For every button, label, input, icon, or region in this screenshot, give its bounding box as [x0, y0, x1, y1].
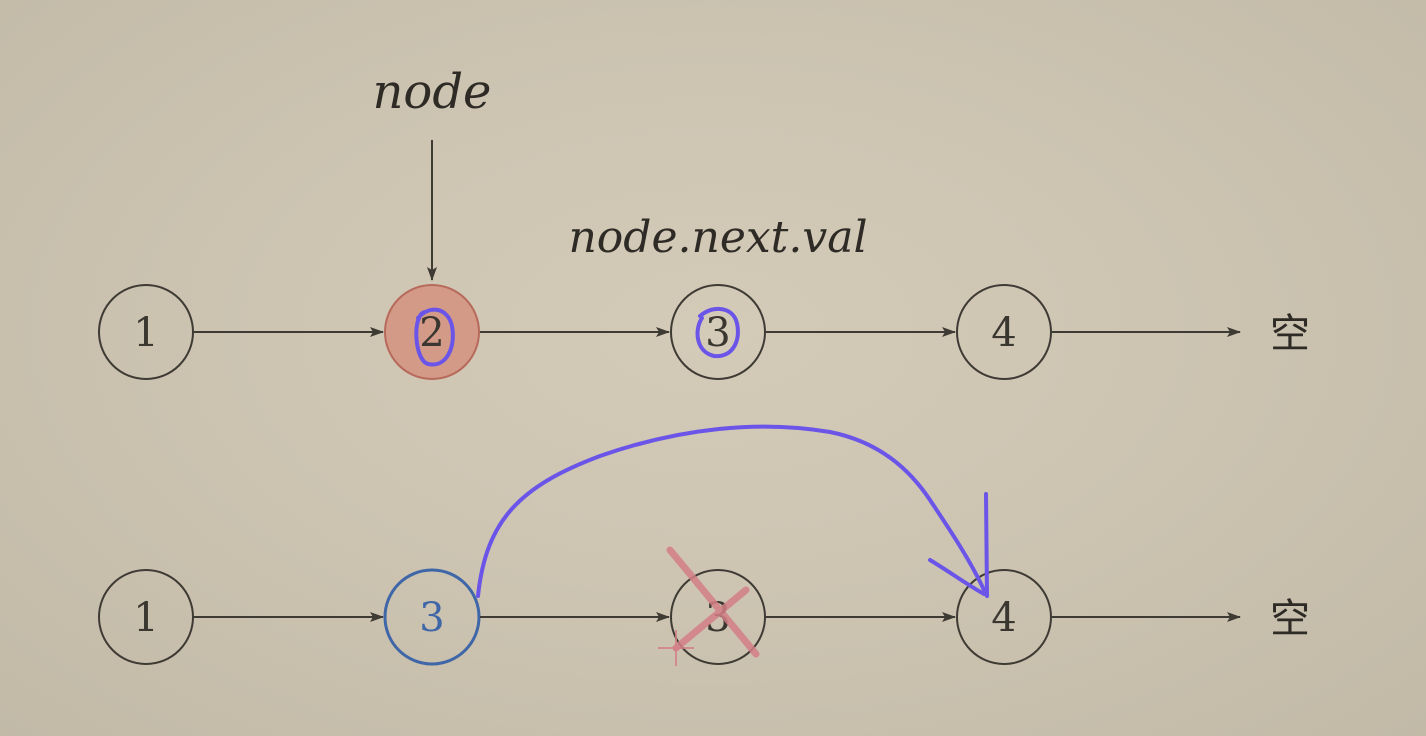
node-pointer-label: node: [373, 64, 492, 120]
bottom-node-1: [98, 569, 194, 665]
top-null-label: 空: [1270, 311, 1310, 357]
top-node-1-value: 1: [133, 310, 158, 356]
bottom-row: 1 3 3 4 空: [98, 546, 1310, 666]
cross-mark: [666, 546, 760, 658]
node-next-val-label: node.next.val: [568, 212, 867, 263]
bottom-node-2-value: 3: [419, 595, 444, 641]
top-node-1: [98, 284, 194, 380]
bottom-node-4-value: 4: [991, 595, 1016, 641]
bottom-node-1-value: 1: [133, 595, 158, 641]
top-node-2-value: 2: [419, 310, 444, 356]
bottom-node-2-blue: [383, 568, 481, 666]
annotation-circle-node-2: [414, 307, 455, 367]
top-node-3-value: 3: [705, 310, 730, 356]
bottom-node-4: [956, 569, 1052, 665]
top-node-3: [670, 284, 766, 380]
cursor-crosshair-icon: [658, 630, 694, 666]
bottom-null-label: 空: [1270, 596, 1310, 642]
top-row: 1 2 3 4 空: [98, 284, 1310, 380]
bottom-node-3-removed: [670, 569, 766, 665]
top-node-4: [956, 284, 1052, 380]
annotation-circle-node-3: [695, 307, 740, 359]
top-node-4-value: 4: [991, 310, 1016, 356]
top-node-2-highlighted: [384, 284, 480, 380]
annotation-bypass-arrow: [476, 424, 989, 598]
